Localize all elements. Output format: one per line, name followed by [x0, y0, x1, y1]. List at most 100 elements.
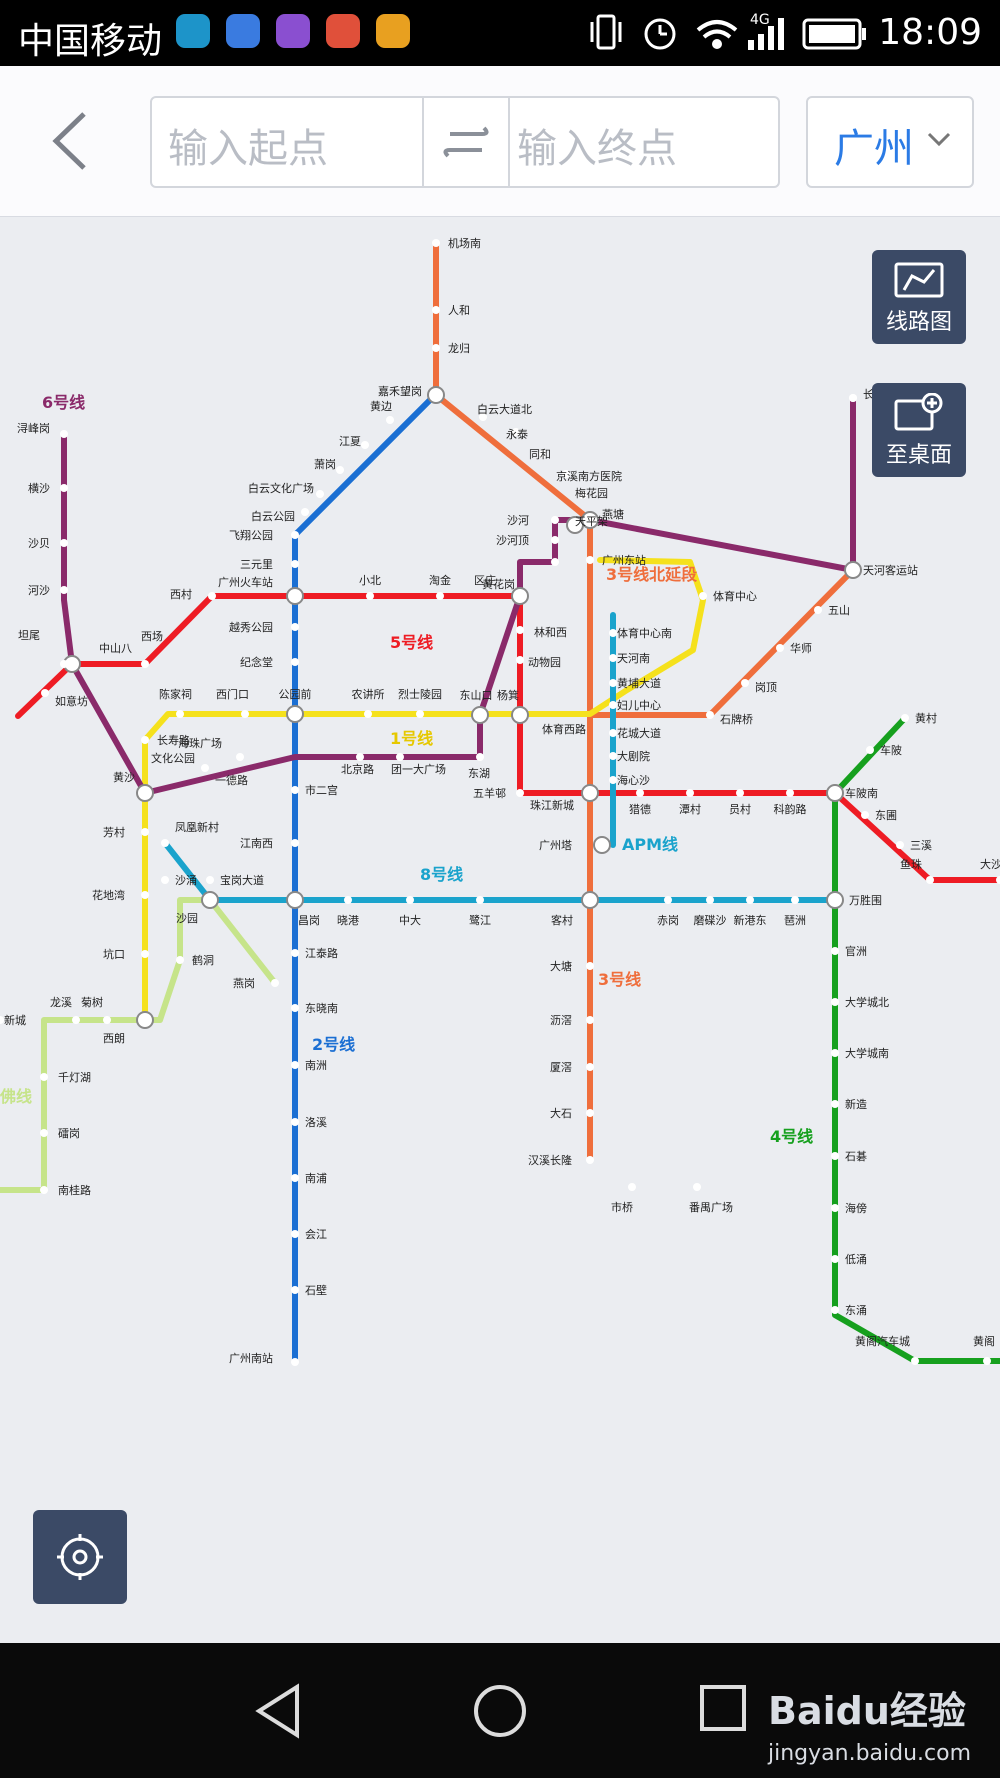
- station-label[interactable]: 江夏: [339, 435, 361, 448]
- station-label[interactable]: 沙河顶: [496, 534, 529, 547]
- station-marker[interactable]: [291, 1358, 299, 1366]
- station-label[interactable]: 华师: [790, 641, 812, 655]
- transfer-station-marker[interactable]: [471, 706, 489, 724]
- transfer-station-marker[interactable]: [826, 784, 844, 802]
- station-label[interactable]: 员村: [729, 802, 751, 816]
- station-label[interactable]: 坦尾: [18, 628, 40, 642]
- station-marker[interactable]: [479, 413, 487, 421]
- station-marker[interactable]: [406, 896, 414, 904]
- station-marker[interactable]: [291, 623, 299, 631]
- station-marker[interactable]: [366, 592, 374, 600]
- station-marker[interactable]: [103, 1016, 111, 1024]
- station-label[interactable]: 车陂: [880, 743, 902, 757]
- station-marker[interactable]: [699, 592, 707, 600]
- station-label[interactable]: 车陂南: [845, 786, 878, 800]
- station-marker[interactable]: [776, 644, 784, 652]
- station-label[interactable]: 北京路: [341, 762, 374, 776]
- station-marker[interactable]: [609, 752, 617, 760]
- station-label[interactable]: 南浦: [305, 1172, 327, 1185]
- station-marker[interactable]: [686, 789, 694, 797]
- station-marker[interactable]: [551, 558, 559, 566]
- station-label[interactable]: 天河客运站: [863, 563, 918, 577]
- nav-recents-icon[interactable]: [698, 1683, 748, 1733]
- station-marker[interactable]: [896, 841, 904, 849]
- station-label[interactable]: 大沙地: [980, 857, 1000, 871]
- station-marker[interactable]: [141, 891, 149, 899]
- station-label[interactable]: 三元里: [240, 558, 273, 571]
- station-marker[interactable]: [344, 896, 352, 904]
- station-marker[interactable]: [512, 428, 520, 436]
- station-label[interactable]: 白云公园: [251, 509, 295, 523]
- station-label[interactable]: 龙溪: [50, 996, 72, 1009]
- station-label[interactable]: 烈士陵园: [398, 687, 442, 701]
- station-label[interactable]: 燕塘: [602, 507, 624, 521]
- start-input[interactable]: 输入起点: [168, 126, 328, 172]
- station-label[interactable]: 嘉禾望岗: [378, 384, 422, 398]
- station-marker[interactable]: [432, 306, 440, 314]
- station-label[interactable]: 一德路: [215, 773, 248, 787]
- station-marker[interactable]: [831, 998, 839, 1006]
- station-marker[interactable]: [291, 1004, 299, 1012]
- station-label[interactable]: 广州南站: [229, 1351, 273, 1365]
- station-label[interactable]: 黄阁: [973, 1334, 995, 1348]
- station-marker[interactable]: [436, 592, 444, 600]
- station-label[interactable]: 汉溪长隆: [528, 1153, 572, 1167]
- station-marker[interactable]: [291, 1230, 299, 1238]
- station-marker[interactable]: [72, 1016, 80, 1024]
- station-label[interactable]: 科韵路: [774, 802, 807, 816]
- station-label[interactable]: 江泰路: [305, 946, 338, 960]
- station-label[interactable]: 西门口: [216, 687, 249, 701]
- station-label[interactable]: 团一大广场: [391, 762, 446, 776]
- station-marker[interactable]: [301, 508, 309, 516]
- station-marker[interactable]: [336, 466, 344, 474]
- transfer-station-marker[interactable]: [581, 891, 599, 909]
- station-label[interactable]: 低涌: [845, 1253, 867, 1266]
- station-marker[interactable]: [40, 1129, 48, 1137]
- station-marker[interactable]: [516, 789, 524, 797]
- transfer-station-marker[interactable]: [136, 1011, 154, 1029]
- station-label[interactable]: 海珠广场: [178, 736, 222, 750]
- station-marker[interactable]: [60, 586, 68, 594]
- station-marker[interactable]: [271, 979, 279, 987]
- station-marker[interactable]: [241, 710, 249, 718]
- station-marker[interactable]: [609, 729, 617, 737]
- station-label[interactable]: 石碁: [845, 1149, 867, 1163]
- station-marker[interactable]: [41, 689, 49, 697]
- station-label[interactable]: 河沙: [28, 584, 50, 597]
- station-marker[interactable]: [291, 1174, 299, 1182]
- station-label[interactable]: 新造: [845, 1097, 867, 1111]
- transfer-station-marker[interactable]: [136, 784, 154, 802]
- station-label[interactable]: 东涌: [845, 1304, 867, 1317]
- station-marker[interactable]: [416, 710, 424, 718]
- station-marker[interactable]: [693, 1183, 701, 1191]
- station-label[interactable]: 大塘: [550, 959, 572, 973]
- station-marker[interactable]: [831, 1255, 839, 1263]
- station-label[interactable]: 陈家祠: [159, 687, 192, 701]
- route-map-button[interactable]: 线路图: [872, 250, 966, 344]
- station-label[interactable]: 越秀公园: [229, 620, 273, 634]
- station-marker[interactable]: [628, 1183, 636, 1191]
- back-arrow-icon[interactable]: [40, 106, 110, 176]
- station-label[interactable]: 浔峰岗: [17, 422, 50, 435]
- station-label[interactable]: 花城大道: [617, 726, 661, 740]
- station-marker[interactable]: [141, 950, 149, 958]
- station-label[interactable]: 官洲: [845, 944, 867, 958]
- station-label[interactable]: 天平架: [575, 515, 608, 528]
- station-label[interactable]: 宝岗大道: [220, 873, 264, 887]
- station-label[interactable]: 菊树: [81, 995, 103, 1009]
- station-label[interactable]: 同和: [529, 448, 551, 461]
- station-marker[interactable]: [201, 764, 209, 772]
- transfer-station-marker[interactable]: [566, 516, 584, 534]
- station-label[interactable]: 花地湾: [92, 888, 125, 902]
- station-label[interactable]: 萧岗: [314, 458, 336, 471]
- station-label[interactable]: 黄边: [370, 399, 392, 413]
- station-label[interactable]: 南洲: [305, 1059, 327, 1072]
- station-label[interactable]: 东湖: [468, 767, 490, 780]
- station-label[interactable]: 广州东站: [602, 553, 646, 567]
- station-label[interactable]: 潭村: [679, 802, 701, 816]
- station-marker[interactable]: [291, 1118, 299, 1126]
- station-marker[interactable]: [291, 1286, 299, 1294]
- station-label[interactable]: 三溪: [910, 839, 932, 852]
- station-marker[interactable]: [516, 711, 524, 719]
- station-label[interactable]: 客村: [551, 913, 573, 927]
